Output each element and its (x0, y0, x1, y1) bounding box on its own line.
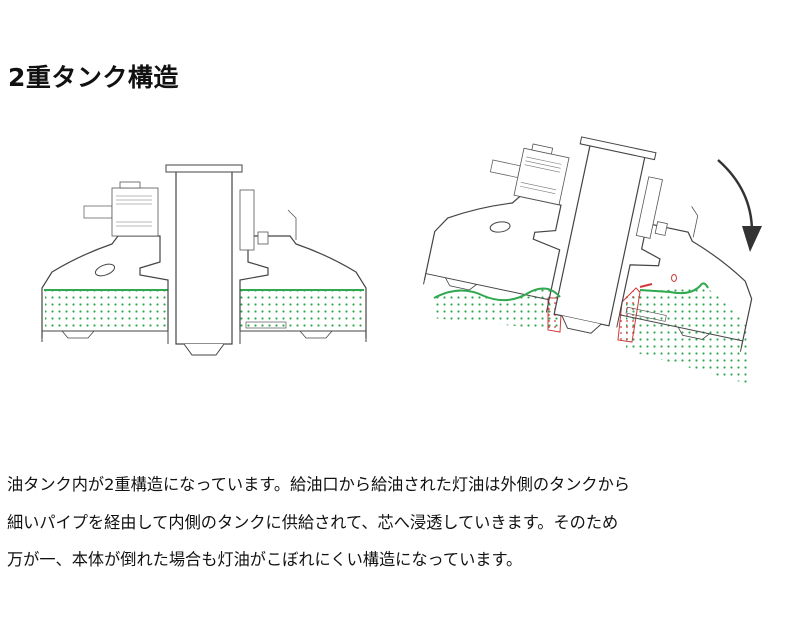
outer-tank-fuel (240, 290, 363, 331)
supply-pipe (639, 283, 653, 288)
description-line: 細いパイプを経由して内側のタンクに供給されて、芯へ浸透していきます。そのため (7, 512, 619, 532)
description-line: 万が一、本体が倒れた場合も灯油がこぼれにくい構造になっています。 (7, 550, 523, 569)
outer-tank-fuel (45, 290, 168, 331)
outer-tank-fuel-tilted (432, 288, 560, 330)
inner-tank-right (617, 287, 641, 343)
description-line: 油タンク内が2重構造になっています。給油口から給油された灯油は外側のタンクから (7, 475, 630, 494)
tilted-heater (420, 110, 778, 384)
description: 油タンク内が2重構造になっています。給油口から給油された灯油は外側のタンクから … (7, 466, 797, 579)
upright-heater (41, 164, 367, 356)
tilt-arrow-icon (717, 159, 762, 252)
page-title: 2重タンク構造 (8, 63, 179, 92)
